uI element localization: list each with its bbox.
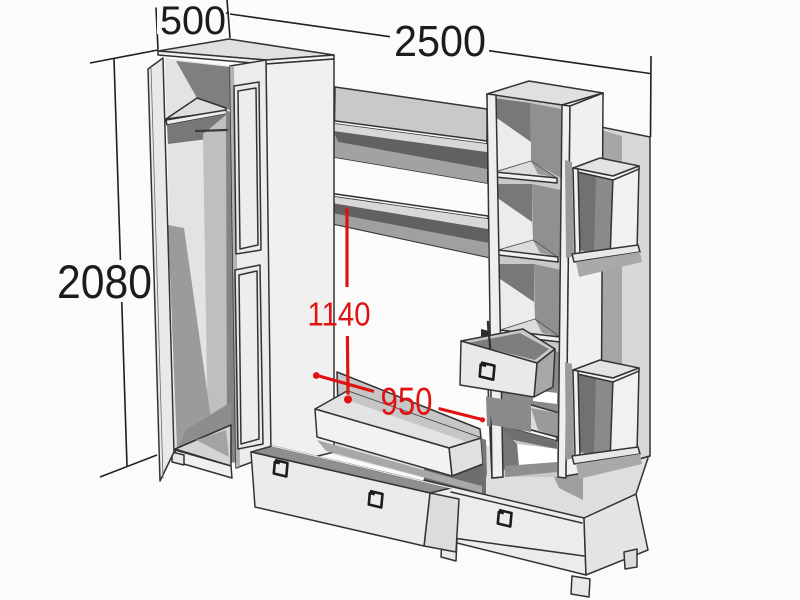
svg-text:2080: 2080 [57, 255, 152, 308]
svg-text:2500: 2500 [394, 17, 486, 66]
svg-text:950: 950 [381, 381, 433, 424]
svg-text:1140: 1140 [308, 297, 371, 334]
svg-text:500: 500 [160, 0, 226, 43]
